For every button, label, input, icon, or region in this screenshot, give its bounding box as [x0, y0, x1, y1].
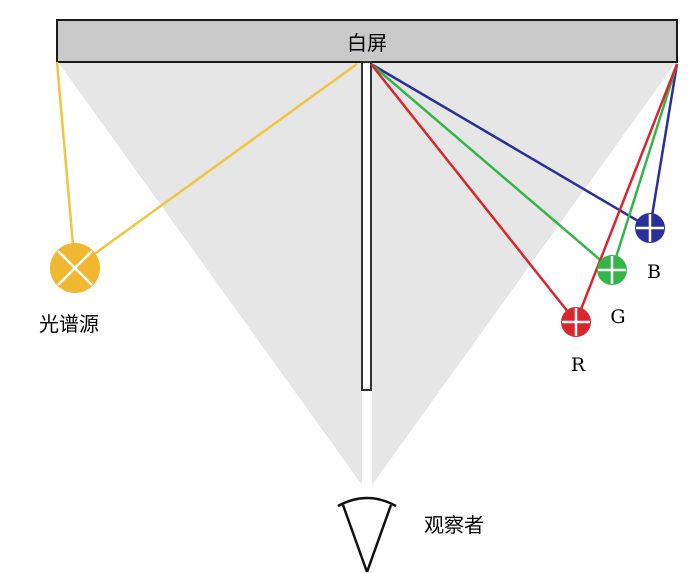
red-ray-center: [370, 63, 577, 323]
observer-eye-icon: [337, 496, 397, 573]
green-ray-edge: [610, 63, 679, 271]
source-ray-left: [55, 61, 77, 269]
center-divider: [361, 61, 372, 391]
green-primary-label: G: [610, 306, 625, 328]
blue-ray-edge: [648, 63, 679, 229]
green-ray-center: [370, 63, 613, 271]
blue-primary-icon: [635, 213, 665, 243]
green-primary-icon: [597, 255, 627, 285]
spectral-source-icon: [50, 243, 100, 293]
blue-ray-center: [370, 62, 651, 230]
red-ray-edge: [574, 63, 679, 323]
white-screen: [56, 19, 678, 63]
spectral-source-label: 光谱源: [39, 312, 99, 336]
source-ray-right: [74, 62, 358, 270]
blue-primary-label: B: [647, 261, 661, 283]
red-primary-label: R: [571, 354, 586, 376]
white-screen-label: 白屏: [347, 31, 387, 55]
observer-label: 观察者: [424, 513, 484, 537]
right-viewing-cone: [372, 62, 676, 485]
red-primary-icon: [561, 307, 591, 337]
left-viewing-cone: [58, 62, 362, 485]
